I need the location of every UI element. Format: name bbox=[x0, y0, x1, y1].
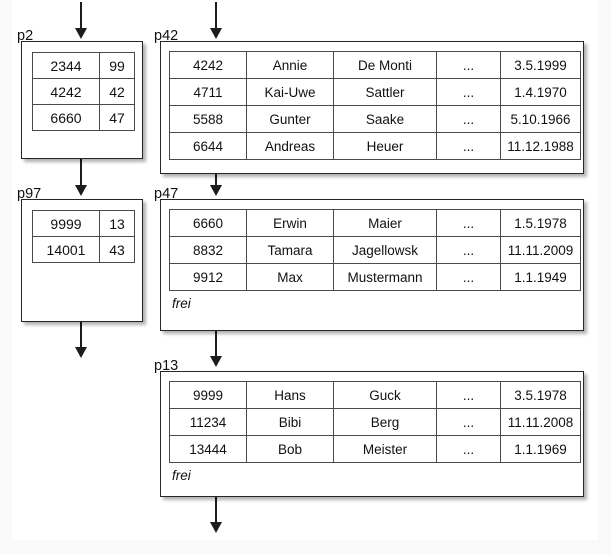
free-space-label: frei bbox=[172, 468, 191, 483]
arrow-into-p42 bbox=[215, 2, 217, 29]
cell-date: 1.1.1949 bbox=[500, 263, 581, 291]
cell-ellipsis: ... bbox=[436, 78, 501, 106]
block-label-p97: p97 bbox=[17, 186, 42, 202]
cell-firstname: Max bbox=[246, 263, 334, 291]
cell-ellipsis: ... bbox=[436, 236, 501, 264]
table-row[interactable]: 4242 Annie De Monti ... 3.5.1999 bbox=[169, 51, 581, 79]
cell-id: 6644 bbox=[169, 132, 247, 160]
record-table-p97: 9999 13 14001 43 bbox=[32, 210, 135, 263]
cell-date: 3.5.1978 bbox=[500, 381, 581, 409]
free-space-label: frei bbox=[172, 296, 191, 311]
cell-lastname: Mustermann bbox=[333, 263, 437, 291]
table-row[interactable]: 6644 Andreas Heuer ... 11.12.1988 bbox=[169, 132, 581, 160]
cell-ellipsis: ... bbox=[436, 381, 501, 409]
block-label-p47: p47 bbox=[154, 186, 179, 202]
cell-date: 1.1.1969 bbox=[500, 435, 581, 463]
cell-lastname: Guck bbox=[333, 381, 437, 409]
table-row[interactable]: 5588 Gunter Saake ... 5.10.1966 bbox=[169, 105, 581, 133]
cell-value: 13 bbox=[99, 210, 135, 237]
cell-lastname: Sattler bbox=[333, 78, 437, 106]
cell-lastname: Saake bbox=[333, 105, 437, 133]
cell-firstname: Erwin bbox=[246, 209, 334, 237]
cell-date: 11.12.1988 bbox=[500, 132, 581, 160]
cell-date: 5.10.1966 bbox=[500, 105, 581, 133]
block-p42[interactable]: 4242 Annie De Monti ... 3.5.1999 4711 Ka… bbox=[160, 41, 584, 174]
cell-ellipsis: ... bbox=[436, 263, 501, 291]
table-row[interactable]: 4711 Kai-Uwe Sattler ... 1.4.1970 bbox=[169, 78, 581, 106]
cell-key: 4242 bbox=[32, 78, 100, 105]
table-row[interactable]: 6660 47 bbox=[32, 104, 135, 131]
table-row[interactable]: 11234 Bibi Berg ... 11.11.2008 bbox=[169, 408, 581, 436]
cell-id: 13444 bbox=[169, 435, 247, 463]
table-row[interactable]: 9999 13 bbox=[32, 210, 135, 237]
cell-value: 47 bbox=[99, 104, 135, 131]
block-p47[interactable]: 6660 Erwin Maier ... 1.5.1978 8832 Tamar… bbox=[160, 199, 584, 331]
table-row[interactable]: 14001 43 bbox=[32, 236, 135, 263]
cell-lastname: Meister bbox=[333, 435, 437, 463]
cell-firstname: Bibi bbox=[246, 408, 334, 436]
cell-firstname: Annie bbox=[246, 51, 334, 79]
cell-key: 6660 bbox=[32, 104, 100, 131]
record-table-p2: 2344 99 4242 42 6660 47 bbox=[32, 52, 135, 131]
cell-ellipsis: ... bbox=[436, 209, 501, 237]
table-row[interactable]: 4242 42 bbox=[32, 78, 135, 105]
cell-firstname: Andreas bbox=[246, 132, 334, 160]
arrow-p42-to-p47 bbox=[215, 173, 217, 186]
cell-date: 11.11.2008 bbox=[500, 408, 581, 436]
cell-value: 99 bbox=[99, 52, 135, 79]
arrow-p2-to-p97 bbox=[80, 159, 82, 186]
record-table-p42: 4242 Annie De Monti ... 3.5.1999 4711 Ka… bbox=[169, 51, 581, 160]
block-label-p2: p2 bbox=[17, 28, 34, 44]
cell-id: 5588 bbox=[169, 105, 247, 133]
cell-id: 9999 bbox=[169, 381, 247, 409]
cell-id: 11234 bbox=[169, 408, 247, 436]
cell-value: 43 bbox=[99, 236, 135, 263]
table-row[interactable]: 2344 99 bbox=[32, 52, 135, 79]
cell-ellipsis: ... bbox=[436, 51, 501, 79]
cell-date: 11.11.2009 bbox=[500, 236, 581, 264]
cell-ellipsis: ... bbox=[436, 408, 501, 436]
block-label-p42: p42 bbox=[154, 28, 179, 44]
cell-key: 14001 bbox=[32, 236, 100, 263]
cell-lastname: De Monti bbox=[333, 51, 437, 79]
cell-id: 8832 bbox=[169, 236, 247, 264]
cell-lastname: Berg bbox=[333, 408, 437, 436]
cell-lastname: Heuer bbox=[333, 132, 437, 160]
block-p13[interactable]: 9999 Hans Guck ... 3.5.1978 11234 Bibi B… bbox=[160, 371, 584, 497]
cell-value: 42 bbox=[99, 78, 135, 105]
cell-lastname: Jagellowsk bbox=[333, 236, 437, 264]
cell-date: 3.5.1999 bbox=[500, 51, 581, 79]
cell-id: 6660 bbox=[169, 209, 247, 237]
arrow-out-p13 bbox=[215, 497, 217, 523]
cell-firstname: Tamara bbox=[246, 236, 334, 264]
cell-ellipsis: ... bbox=[436, 132, 501, 160]
cell-key: 2344 bbox=[32, 52, 100, 79]
record-table-p47: 6660 Erwin Maier ... 1.5.1978 8832 Tamar… bbox=[169, 209, 581, 291]
cell-firstname: Gunter bbox=[246, 105, 334, 133]
cell-firstname: Bob bbox=[246, 435, 334, 463]
cell-id: 4242 bbox=[169, 51, 247, 79]
cell-lastname: Maier bbox=[333, 209, 437, 237]
table-row[interactable]: 6660 Erwin Maier ... 1.5.1978 bbox=[169, 209, 581, 237]
block-p2[interactable]: 2344 99 4242 42 6660 47 bbox=[21, 41, 143, 159]
table-row[interactable]: 8832 Tamara Jagellowsk ... 11.11.2009 bbox=[169, 236, 581, 264]
cell-ellipsis: ... bbox=[436, 105, 501, 133]
cell-firstname: Kai-Uwe bbox=[246, 78, 334, 106]
block-p97[interactable]: 9999 13 14001 43 bbox=[21, 199, 143, 322]
cell-firstname: Hans bbox=[246, 381, 334, 409]
table-row[interactable]: 13444 Bob Meister ... 1.1.1969 bbox=[169, 435, 581, 463]
record-table-p13: 9999 Hans Guck ... 3.5.1978 11234 Bibi B… bbox=[169, 381, 581, 463]
table-row[interactable]: 9912 Max Mustermann ... 1.1.1949 bbox=[169, 263, 581, 291]
cell-key: 9999 bbox=[32, 210, 100, 237]
arrow-p47-to-p13 bbox=[215, 330, 217, 357]
block-label-p13: p13 bbox=[154, 358, 179, 374]
cell-id: 9912 bbox=[169, 263, 247, 291]
cell-date: 1.5.1978 bbox=[500, 209, 581, 237]
arrow-into-p2 bbox=[80, 2, 82, 29]
arrow-out-p97 bbox=[80, 322, 82, 348]
table-row[interactable]: 9999 Hans Guck ... 3.5.1978 bbox=[169, 381, 581, 409]
cell-id: 4711 bbox=[169, 78, 247, 106]
cell-ellipsis: ... bbox=[436, 435, 501, 463]
cell-date: 1.4.1970 bbox=[500, 78, 581, 106]
